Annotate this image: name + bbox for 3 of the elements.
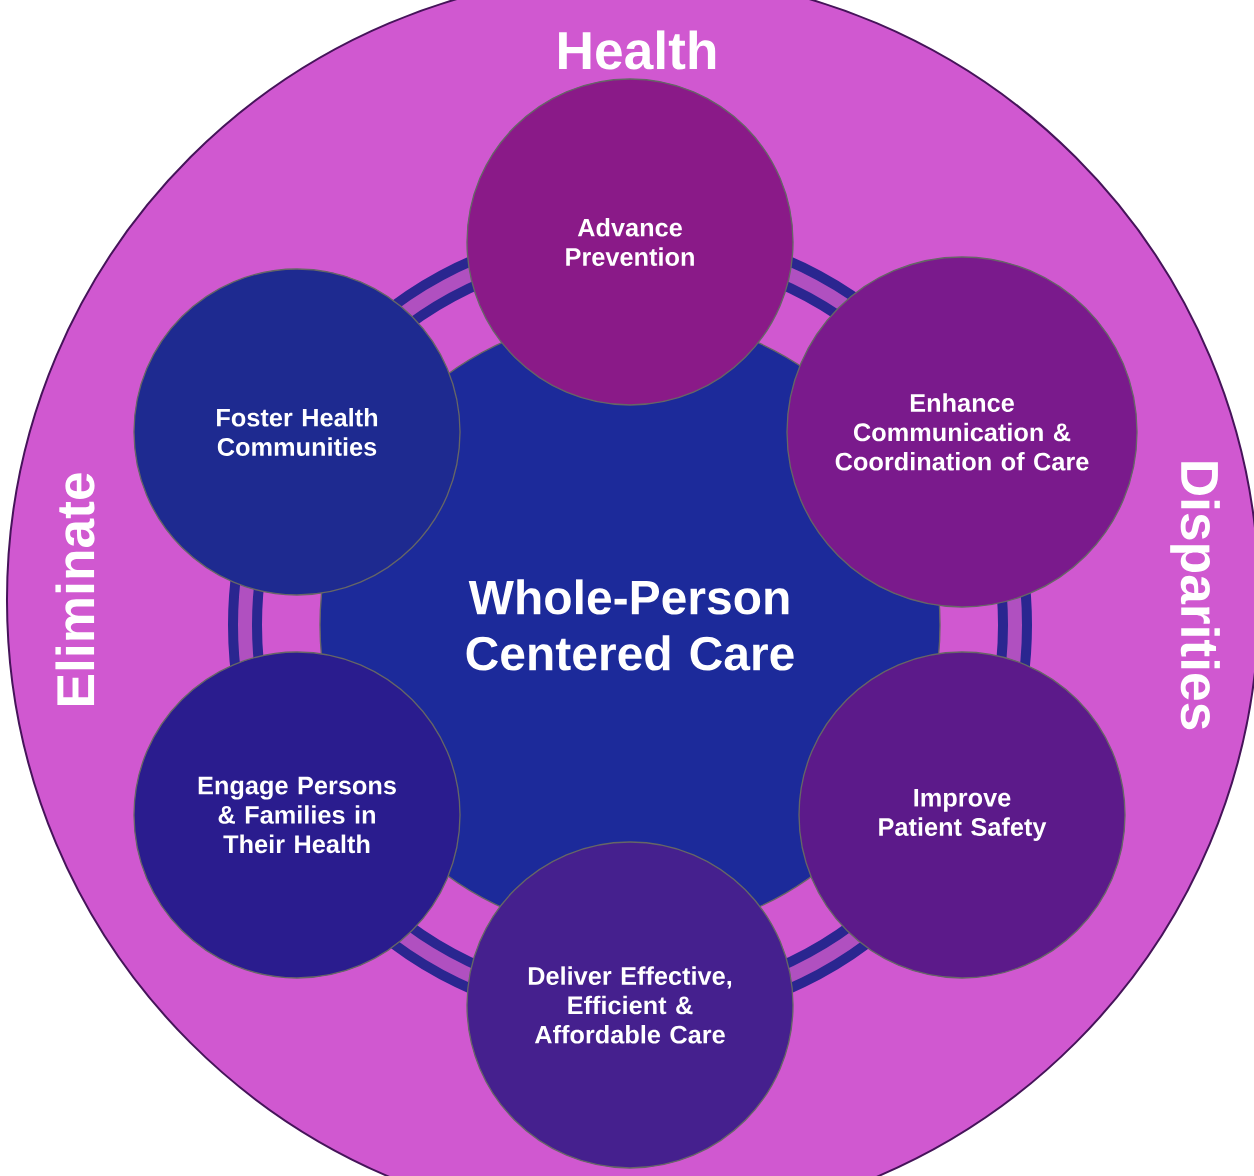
banner-word: Disparities	[1170, 462, 1220, 730]
banner-word: Health	[559, 30, 716, 70]
banner-word: Eliminate	[55, 473, 95, 705]
